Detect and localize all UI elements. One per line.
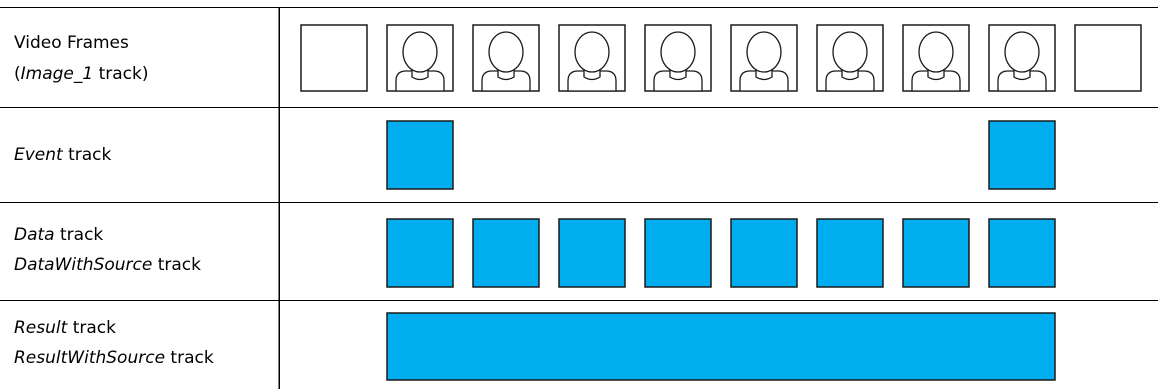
video-frames-label-segment: track) [93, 64, 148, 84]
data-track-label-segment: track [152, 255, 201, 275]
data-track-marker [386, 218, 454, 288]
data-track-marker [988, 218, 1056, 288]
data-track-label-segment: track [55, 225, 104, 245]
track-labels: Video Frames(Image_1 track)Event trackDa… [14, 33, 214, 368]
frame-person-icon [386, 24, 454, 92]
result-track-label-line-2: ResultWithSource track [14, 348, 214, 368]
data-track-marker [816, 218, 884, 288]
event-track-label-segment: track [63, 145, 112, 165]
video-frames-label-line-1: Video Frames [14, 33, 129, 53]
event-track-marker [386, 120, 454, 190]
data-track-label-segment: DataWithSource [14, 255, 152, 275]
result-track-label-segment: ResultWithSource [14, 348, 165, 368]
frame-person-icon [816, 24, 884, 92]
frame-empty [1074, 24, 1142, 92]
video-frames-label-segment: ( [14, 64, 21, 84]
video-frames-label-line-2: (Image_1 track) [14, 64, 149, 84]
frame-person-icon [730, 24, 798, 92]
data-track-label-line-1: Data track [14, 225, 103, 245]
data-track-label-segment: Data [14, 225, 55, 245]
frame-person-icon [902, 24, 970, 92]
frame-person-icon [644, 24, 712, 92]
result-track-label-segment: track [165, 348, 214, 368]
result-track-label-segment: track [67, 318, 116, 338]
data-track-marker [472, 218, 540, 288]
event-track-label-segment: Event [14, 145, 64, 165]
event-track-label-line-1: Event track [14, 145, 112, 165]
result-track-span-bar [386, 312, 1056, 381]
frame-empty [300, 24, 368, 92]
result-track-label-line-1: Result track [14, 318, 116, 338]
data-track-label-line-2: DataWithSource track [14, 255, 201, 275]
data-track-marker [558, 218, 626, 288]
frame-person-icon [988, 24, 1056, 92]
data-track-marker [644, 218, 712, 288]
data-track-marker [902, 218, 970, 288]
event-track-marker [988, 120, 1056, 190]
track-content [300, 24, 1142, 381]
frame-person-icon [472, 24, 540, 92]
video-frames-label-segment: Video Frames [14, 33, 129, 53]
data-track-marker [730, 218, 798, 288]
result-track-label-segment: Result [14, 318, 69, 338]
video-frames-label-segment: Image_1 [21, 64, 94, 84]
frame-person-icon [558, 24, 626, 92]
